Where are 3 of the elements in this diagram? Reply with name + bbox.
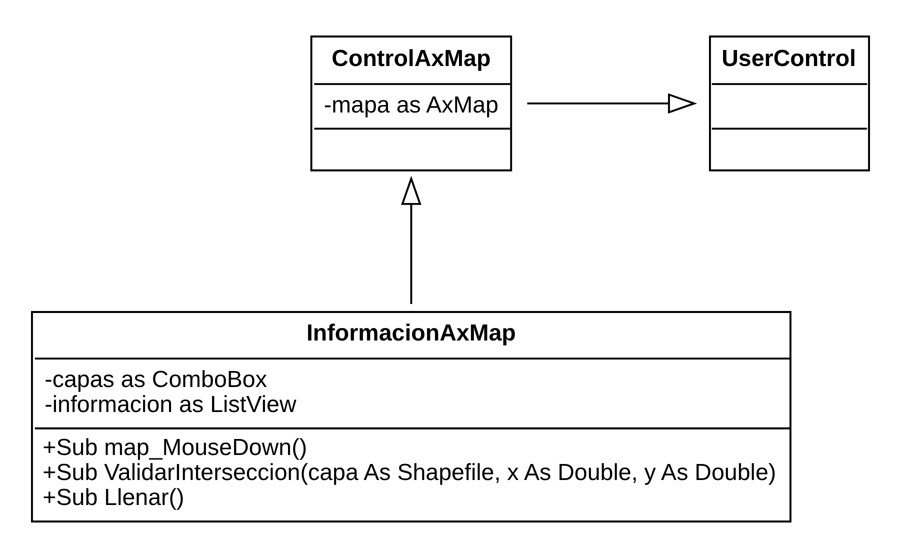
- arrow: [401, 176, 422, 304]
- node-box: UserControl: [708, 36, 870, 172]
- arrow: [527, 93, 698, 114]
